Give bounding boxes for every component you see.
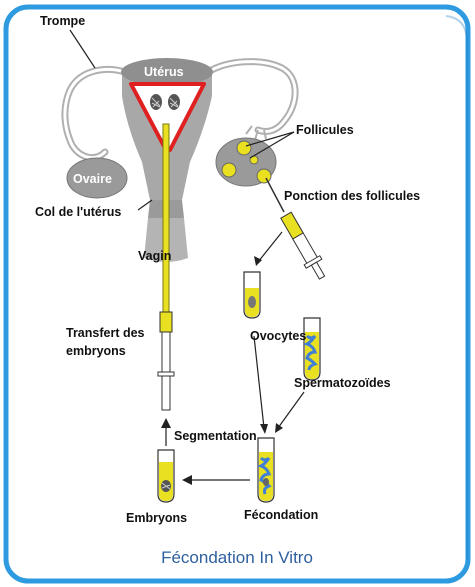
- label-trompe: Trompe: [40, 14, 85, 28]
- catheter-bulb: [160, 312, 172, 332]
- label-spermatozoides: Spermatozoïdes: [294, 376, 391, 390]
- transfer-syringe-barrel: [162, 332, 170, 374]
- oocytes-tube: [244, 272, 260, 318]
- fertilization-tube: [258, 438, 274, 502]
- label-ponction: Ponction des follicules: [284, 189, 420, 203]
- label-embryons: Embryons: [126, 511, 187, 525]
- label-segmentation: Segmentation: [174, 429, 257, 443]
- label-fecondation: Fécondation: [244, 508, 318, 522]
- follicle-2: [222, 163, 236, 177]
- label-uterus: Utérus: [144, 65, 184, 79]
- follicle-3: [257, 169, 271, 183]
- label-transfert-1: Transfert des: [66, 326, 145, 340]
- label-ovaire: Ovaire: [73, 172, 112, 186]
- embryo-tube: [158, 450, 174, 502]
- follicle-1: [237, 141, 251, 155]
- label-ovocytes: Ovocytes: [250, 329, 306, 343]
- transfer-catheter: [163, 124, 169, 320]
- transfer-syringe-flange: [158, 372, 174, 376]
- label-follicules: Follicules: [296, 123, 354, 137]
- transfer-syringe-plunger: [162, 376, 170, 410]
- implanted-embryo-left: [150, 94, 162, 110]
- label-transfert-2: embryons: [66, 344, 126, 358]
- sperm-tube: [304, 318, 320, 380]
- diagram-frame: [6, 7, 468, 581]
- implanted-embryo-right: [168, 94, 180, 110]
- label-col: Col de l'utérus: [35, 205, 121, 219]
- figure-caption: Fécondation In Vitro: [161, 548, 313, 567]
- label-vagin: Vagin: [138, 249, 171, 263]
